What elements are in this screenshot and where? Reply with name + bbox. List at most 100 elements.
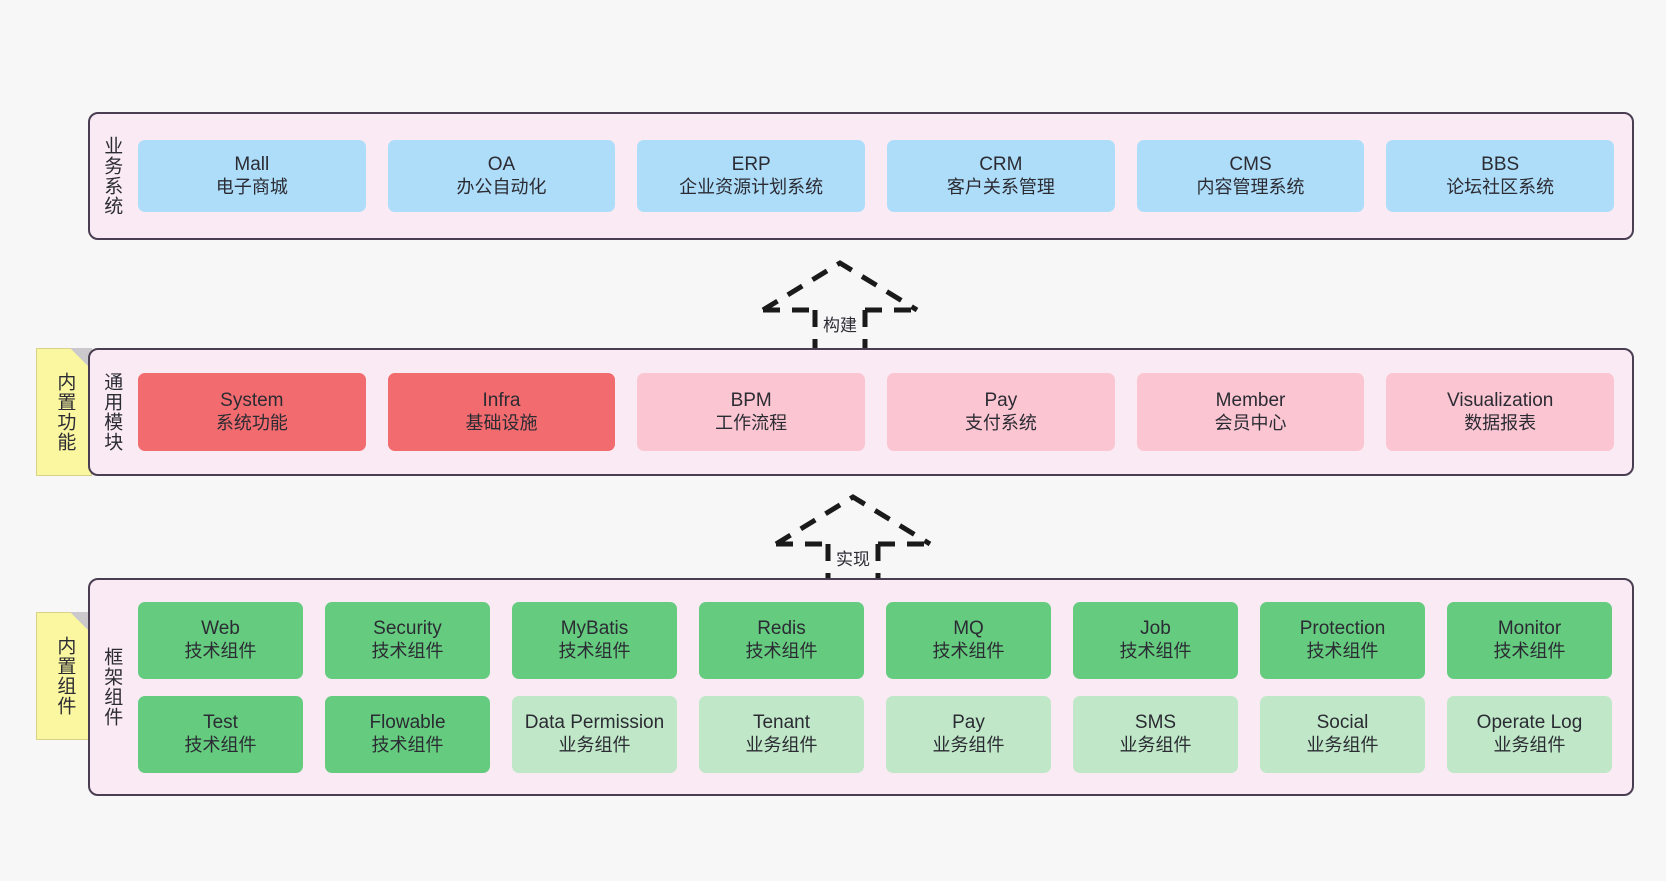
node-title: BPM (730, 390, 772, 412)
node-cms[interactable]: CMS 内容管理系统 (1136, 140, 1365, 212)
node-subtitle: 系统功能 (215, 412, 288, 433)
node-subtitle: 论坛社区系统 (1446, 176, 1555, 197)
layer-body-common: System 系统功能 Infra 基础设施 BPM 工作流程 Pay 支付系统… (132, 350, 1632, 474)
node-test[interactable]: Test 技术组件 (138, 695, 303, 773)
node-subtitle: 业务组件 (745, 734, 818, 755)
node-job[interactable]: Job 技术组件 (1073, 601, 1238, 679)
node-title: Social (1316, 712, 1369, 734)
layer-framework-row-tech: Web 技术组件 Security 技术组件 MyBatis 技术组件 Redi… (138, 601, 1612, 679)
node-flowable[interactable]: Flowable 技术组件 (325, 695, 490, 773)
arrow-realize-label: 实现 (836, 550, 870, 569)
node-title: Mall (234, 154, 270, 176)
node-subtitle: 技术组件 (1493, 640, 1566, 661)
node-title: SMS (1134, 712, 1177, 734)
node-bbs[interactable]: BBS 论坛社区系统 (1386, 140, 1615, 212)
node-subtitle: 技术组件 (184, 734, 257, 755)
node-infra[interactable]: Infra 基础设施 (387, 373, 616, 451)
node-subtitle: 业务组件 (1306, 734, 1379, 755)
node-system[interactable]: System 系统功能 (138, 373, 366, 451)
node-title: Data Permission (524, 712, 665, 734)
node-subtitle: 支付系统 (964, 412, 1037, 433)
node-web[interactable]: Web 技术组件 (138, 601, 303, 679)
node-mall[interactable]: Mall 电子商城 (138, 140, 366, 212)
node-title: Flowable (369, 712, 446, 734)
node-title: MQ (953, 618, 984, 640)
node-visualization[interactable]: Visualization 数据报表 (1386, 373, 1615, 451)
node-title: OA (487, 154, 516, 176)
node-subtitle: 办公自动化 (456, 176, 547, 197)
node-data-permission[interactable]: Data Permission 业务组件 (512, 695, 677, 773)
node-subtitle: 技术组件 (371, 640, 444, 661)
node-title: Test (203, 712, 238, 734)
node-subtitle: 技术组件 (1306, 640, 1379, 661)
node-security[interactable]: Security 技术组件 (325, 601, 490, 679)
node-title: Operate Log (1476, 712, 1583, 734)
node-subtitle: 客户关系管理 (946, 176, 1055, 197)
node-mq[interactable]: MQ 技术组件 (886, 601, 1051, 679)
node-oa[interactable]: OA 办公自动化 (387, 140, 616, 212)
node-erp[interactable]: ERP 企业资源计划系统 (637, 140, 866, 212)
node-title: Visualization (1447, 390, 1554, 412)
layer-business-system: 业务系统 Mall 电子商城 OA 办公自动化 ERP 企业资源计划系统 CRM… (88, 112, 1634, 240)
node-title: Pay (952, 712, 985, 734)
node-title: System (220, 390, 284, 412)
node-subtitle: 业务组件 (1119, 734, 1192, 755)
arrow-build: 构建 (755, 258, 925, 355)
node-title: Monitor (1497, 618, 1562, 640)
generalization-arrow-icon (761, 260, 919, 355)
node-title: Security (373, 618, 442, 640)
layer-title-common: 通用模块 (101, 372, 123, 452)
node-redis[interactable]: Redis 技术组件 (699, 601, 864, 679)
sticky-note-label: 内置功能 (54, 372, 76, 452)
node-operate-log[interactable]: Operate Log 业务组件 (1447, 695, 1612, 773)
node-social[interactable]: Social 业务组件 (1260, 695, 1425, 773)
node-title: ERP (731, 154, 771, 176)
node-sms[interactable]: SMS 业务组件 (1073, 695, 1238, 773)
node-title: Tenant (752, 712, 811, 734)
node-title: Protection (1299, 618, 1386, 640)
node-subtitle: 会员中心 (1214, 412, 1287, 433)
node-title: Job (1140, 618, 1171, 640)
node-subtitle: 工作流程 (715, 412, 788, 433)
layer-business-row: Mall 电子商城 OA 办公自动化 ERP 企业资源计划系统 CRM 客户关系… (138, 140, 1615, 212)
node-bpm[interactable]: BPM 工作流程 (637, 373, 866, 451)
node-protection[interactable]: Protection 技术组件 (1260, 601, 1425, 679)
node-title: Member (1215, 390, 1286, 412)
sticky-note-label: 内置组件 (54, 636, 76, 716)
sticky-note-builtin-components: 内置组件 (36, 612, 92, 740)
node-subtitle: 内容管理系统 (1196, 176, 1305, 197)
node-subtitle: 业务组件 (1493, 734, 1566, 755)
layer-common-modules: 通用模块 System 系统功能 Infra 基础设施 BPM 工作流程 Pay… (88, 348, 1634, 476)
node-mybatis[interactable]: MyBatis 技术组件 (512, 601, 677, 679)
node-crm[interactable]: CRM 客户关系管理 (887, 140, 1115, 212)
node-subtitle: 技术组件 (371, 734, 444, 755)
arrow-build-label: 构建 (823, 316, 857, 335)
node-pay-component[interactable]: Pay 业务组件 (886, 695, 1051, 773)
node-tenant[interactable]: Tenant 业务组件 (699, 695, 864, 773)
layer-framework-components: 框架组件 Web 技术组件 Security 技术组件 MyBatis 技术组件… (88, 578, 1634, 796)
node-subtitle: 数据报表 (1464, 412, 1537, 433)
node-member[interactable]: Member 会员中心 (1136, 373, 1365, 451)
node-monitor[interactable]: Monitor 技术组件 (1447, 601, 1612, 679)
node-title: Web (201, 618, 240, 640)
layer-body-business: Mall 电子商城 OA 办公自动化 ERP 企业资源计划系统 CRM 客户关系… (132, 114, 1632, 238)
node-subtitle: 技术组件 (184, 640, 257, 661)
layer-common-row: System 系统功能 Infra 基础设施 BPM 工作流程 Pay 支付系统… (138, 373, 1615, 451)
node-title: Redis (757, 618, 806, 640)
sticky-note-builtin-features: 内置功能 (36, 348, 92, 476)
node-title: Pay (984, 390, 1018, 412)
node-title: MyBatis (560, 618, 629, 640)
node-pay-module[interactable]: Pay 支付系统 (887, 373, 1115, 451)
node-subtitle: 技术组件 (932, 640, 1005, 661)
node-subtitle: 技术组件 (558, 640, 631, 661)
node-subtitle: 电子商城 (215, 176, 288, 197)
layer-title-business: 业务系统 (101, 136, 123, 216)
node-title: CRM (979, 154, 1023, 176)
node-title: CMS (1229, 154, 1272, 176)
node-subtitle: 技术组件 (745, 640, 818, 661)
layer-body-framework: Web 技术组件 Security 技术组件 MyBatis 技术组件 Redi… (132, 580, 1632, 794)
layer-title-framework: 框架组件 (101, 647, 123, 727)
node-subtitle: 企业资源计划系统 (679, 176, 824, 197)
node-subtitle: 基础设施 (465, 412, 538, 433)
